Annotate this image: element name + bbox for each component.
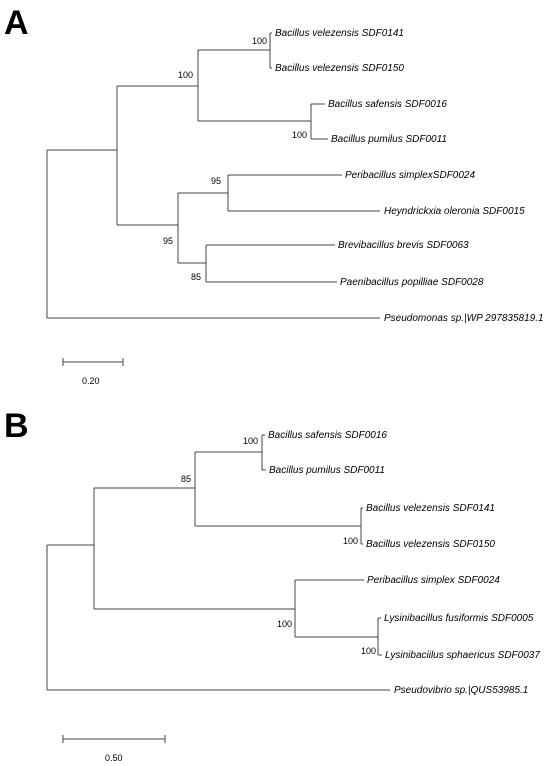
bootstrap-value: 95 (163, 236, 173, 246)
taxon-label: Bacillus pumilus SDF0011 (331, 134, 447, 145)
panel-a-scale-bar: 0.20 (62, 358, 124, 386)
taxon-label: Bacillus safensis SDF0016 (328, 99, 447, 110)
taxon-label: Bacillus velezensis SDF0141 (275, 28, 404, 39)
bootstrap-value: 85 (181, 474, 191, 484)
taxon-label: Bacillus velezensis SDF0141 (366, 503, 495, 514)
taxon-label: Bacillus safensis SDF0016 (268, 430, 387, 441)
scale-bar-label: 0.50 (105, 753, 123, 763)
taxon-label: Pseudomonas sp.|WP 297835819.1 (384, 313, 544, 324)
scale-bar-label: 0.20 (82, 376, 100, 386)
taxon-label: Bacillus pumilus SDF0011 (269, 465, 385, 476)
bootstrap-value: 100 (361, 646, 376, 656)
taxon-label: Heyndrickxia oleronia SDF0015 (384, 206, 525, 217)
panel-a-taxa: Bacillus velezensis SDF0141 Bacillus vel… (275, 28, 544, 324)
panel-b-letter: B (4, 407, 29, 445)
taxon-label: Peribacillus simplex SDF0024 (367, 575, 500, 586)
panel-b-scale-bar: 0.50 (62, 735, 166, 763)
taxon-label: Lysinibaciilus sphaericus SDF0037 (385, 650, 540, 661)
bootstrap-value: 100 (243, 436, 258, 446)
taxon-label: Brevibacillus brevis SDF0063 (338, 240, 469, 251)
panel-b: B (4, 407, 540, 763)
taxon-label: Bacillus velezensis SDF0150 (275, 63, 404, 74)
panel-a-letter: A (4, 4, 29, 42)
taxon-label: Pseudovibrio sp.|QUS53985.1 (394, 685, 528, 696)
bootstrap-value: 100 (252, 36, 267, 46)
taxon-label: Bacillus velezensis SDF0150 (366, 539, 495, 550)
bootstrap-value: 100 (292, 130, 307, 140)
panel-a-bootstrap: 100 100 100 95 95 85 (163, 36, 307, 282)
panel-a-branches (46, 32, 380, 319)
bootstrap-value: 100 (178, 70, 193, 80)
panel-b-taxa: Bacillus safensis SDF0016 Bacillus pumil… (268, 430, 540, 696)
panel-b-branches (46, 434, 390, 691)
panel-a: A (4, 4, 544, 386)
taxon-label: Lysinibacillus fusiformis SDF0005 (384, 613, 534, 624)
panel-b-bootstrap: 100 85 100 100 100 (181, 436, 376, 656)
bootstrap-value: 100 (277, 619, 292, 629)
taxon-label: Peribacillus simplexSDF0024 (345, 170, 475, 181)
bootstrap-value: 100 (343, 536, 358, 546)
taxon-label: Paenibacillus popilliae SDF0028 (340, 277, 484, 288)
bootstrap-value: 85 (191, 272, 201, 282)
bootstrap-value: 95 (211, 176, 221, 186)
